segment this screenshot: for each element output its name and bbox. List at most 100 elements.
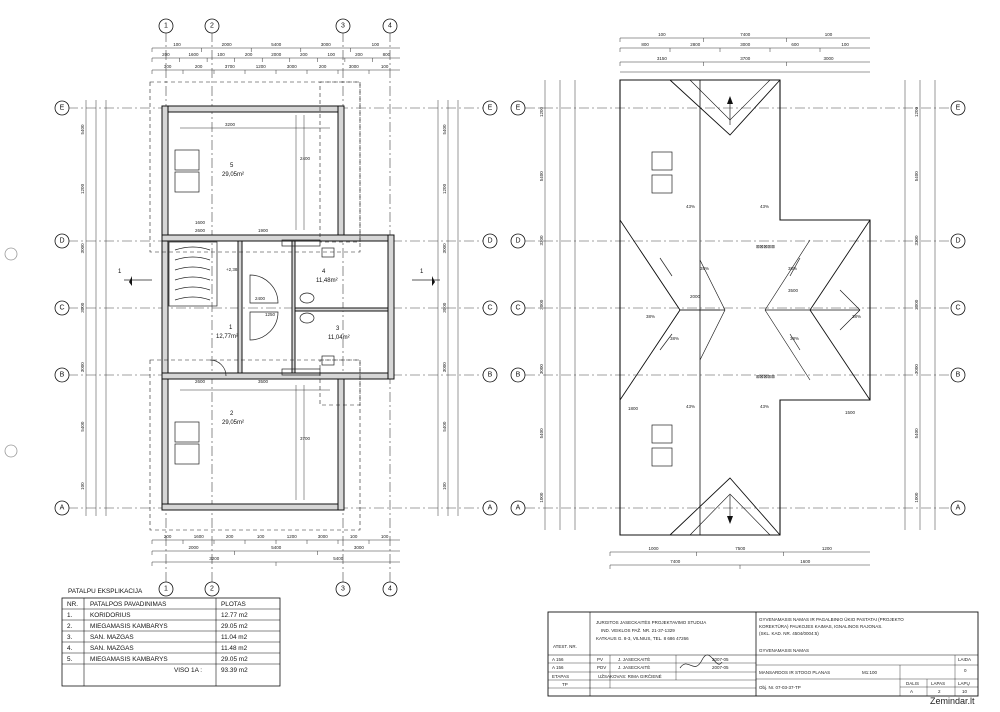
room-4-label: 4 11,48m² (316, 269, 338, 284)
dimension-label: 5400 (271, 42, 282, 47)
project-title-2: KOREKTŪRA) PAUKOJES KAIMAS, IGNALINOS RA… (759, 623, 882, 629)
svg-text:A: A (60, 505, 65, 512)
svg-text:E: E (488, 105, 493, 112)
section-mark-right: 1 (412, 269, 440, 286)
dimension-label: 1000 (914, 492, 919, 503)
interior-dimension: 3500 (258, 379, 269, 384)
axis-bubble-2: 2 (204, 581, 220, 597)
cell: 2007-05 (712, 657, 729, 662)
vent-row-upper: ⊠⊠⊠⊠⊠ (756, 244, 775, 249)
cell: 3. (67, 634, 73, 641)
slope-label: 43% (686, 404, 695, 409)
dimension-label: 5400 (80, 124, 85, 135)
dimension-label: 200 (164, 534, 172, 539)
svg-text:D: D (59, 238, 64, 245)
level-mark: +2,38 (226, 267, 238, 272)
dalis-label: DALIS (906, 681, 919, 686)
axis-bubble-C: C (510, 300, 526, 316)
cell: PATALPOS PAVADINIMAS (90, 601, 166, 608)
axis-bubble-B: B (482, 367, 498, 383)
dimension-label: 3000 (740, 42, 751, 47)
studio-id: IND. VEIKLOS PAŽ. NR. 21-37-1329 (601, 626, 675, 633)
slope-label: 38% (788, 266, 797, 271)
svg-text:C: C (515, 305, 520, 312)
dimension-label: 800 (383, 52, 391, 57)
cell: 5. (67, 656, 73, 663)
room-1-label: 1 12,77m² (216, 325, 238, 340)
dimension-label: 200 (195, 64, 203, 69)
dimension-label: 100 (350, 534, 358, 539)
svg-text:E: E (956, 105, 961, 112)
dimension-label: 3700 (225, 64, 236, 69)
axis-bubble-A: A (510, 500, 526, 516)
room-area: 29,05m² (222, 172, 244, 178)
dimension-label: 1200 (442, 183, 447, 194)
axis-bubble-1: 1 (158, 18, 174, 34)
sanitary-fixtures (281, 239, 335, 376)
svg-text:E: E (60, 105, 65, 112)
dimension-label: 3000 (321, 42, 332, 47)
dimension-label: 800 (641, 42, 649, 47)
svg-text:A: A (956, 505, 961, 512)
room-number: 1 (229, 325, 233, 331)
slope-label: 38% (790, 336, 799, 341)
cell: 2007-05 (712, 665, 729, 670)
dimension-label: 1600 (189, 52, 200, 57)
dimension-label: 3000 (442, 302, 447, 313)
room-area: 11,48m² (316, 278, 338, 284)
cell: 29.05 m2 (221, 656, 248, 663)
dimension-label: 5400 (80, 421, 85, 432)
table-total-row: VISO 1A :93.39 m2 (174, 667, 248, 674)
vent-row-lower: ⊠⊠⊠⊠⊠ (756, 374, 775, 379)
axis-bubble-E: E (510, 100, 526, 116)
dimension-label: 1000 (649, 546, 660, 551)
slope-label: 43% (686, 204, 695, 209)
axis-bubble-B: B (950, 367, 966, 383)
dimension-label: 7400 (670, 559, 681, 564)
lapas-label: LAPAS (931, 681, 945, 686)
dimension-label: 3000 (80, 243, 85, 254)
dimension-label: 5400 (914, 428, 919, 439)
dimension-label: 200 (245, 52, 253, 57)
dimension-label: 3000 (354, 545, 365, 550)
axis-bubble-2: 2 (204, 18, 220, 34)
axis-bubble-C: C (54, 300, 70, 316)
etapas-label: ETAPAS (552, 674, 569, 679)
cell: PLOTAS (221, 601, 246, 608)
cell: 12.77 m2 (221, 612, 248, 619)
room-area: 11,04m² (328, 335, 350, 341)
roof-side-dimensions: 1200540033003000300054001000120054003300… (539, 80, 936, 530)
dimension-label: 3000 (539, 299, 544, 310)
dimension-label: 3000 (914, 364, 919, 375)
dimension-label: 3000 (539, 364, 544, 375)
signature (679, 654, 723, 669)
room-number: 5 (230, 163, 234, 169)
dimension-label: 100 (257, 534, 265, 539)
floor-side-dimensions: 5400120030003000300054001005400120030003… (80, 100, 459, 516)
dimension-label: 7500 (735, 546, 746, 551)
svg-text:1: 1 (420, 269, 424, 275)
dimension-label: 1600 (194, 534, 205, 539)
interior-dimension: 2600 (195, 379, 206, 384)
room-number: 2 (230, 411, 234, 417)
dimension-label: 3000 (349, 64, 360, 69)
building-name: GYVENAMASIS NAMAS (759, 648, 809, 653)
cell: 29.05 m2 (221, 623, 248, 630)
svg-text:C: C (59, 305, 64, 312)
svg-text:2: 2 (210, 586, 214, 593)
axis-bubble-4: 4 (382, 581, 398, 597)
dimension-label: 100 (825, 32, 833, 37)
axis-bubble-E: E (950, 100, 966, 116)
svg-text:3: 3 (341, 23, 345, 30)
axis-bubble-D: D (54, 233, 70, 249)
dalis-value: A (910, 689, 913, 694)
dimension-label: 3200 (209, 556, 220, 561)
